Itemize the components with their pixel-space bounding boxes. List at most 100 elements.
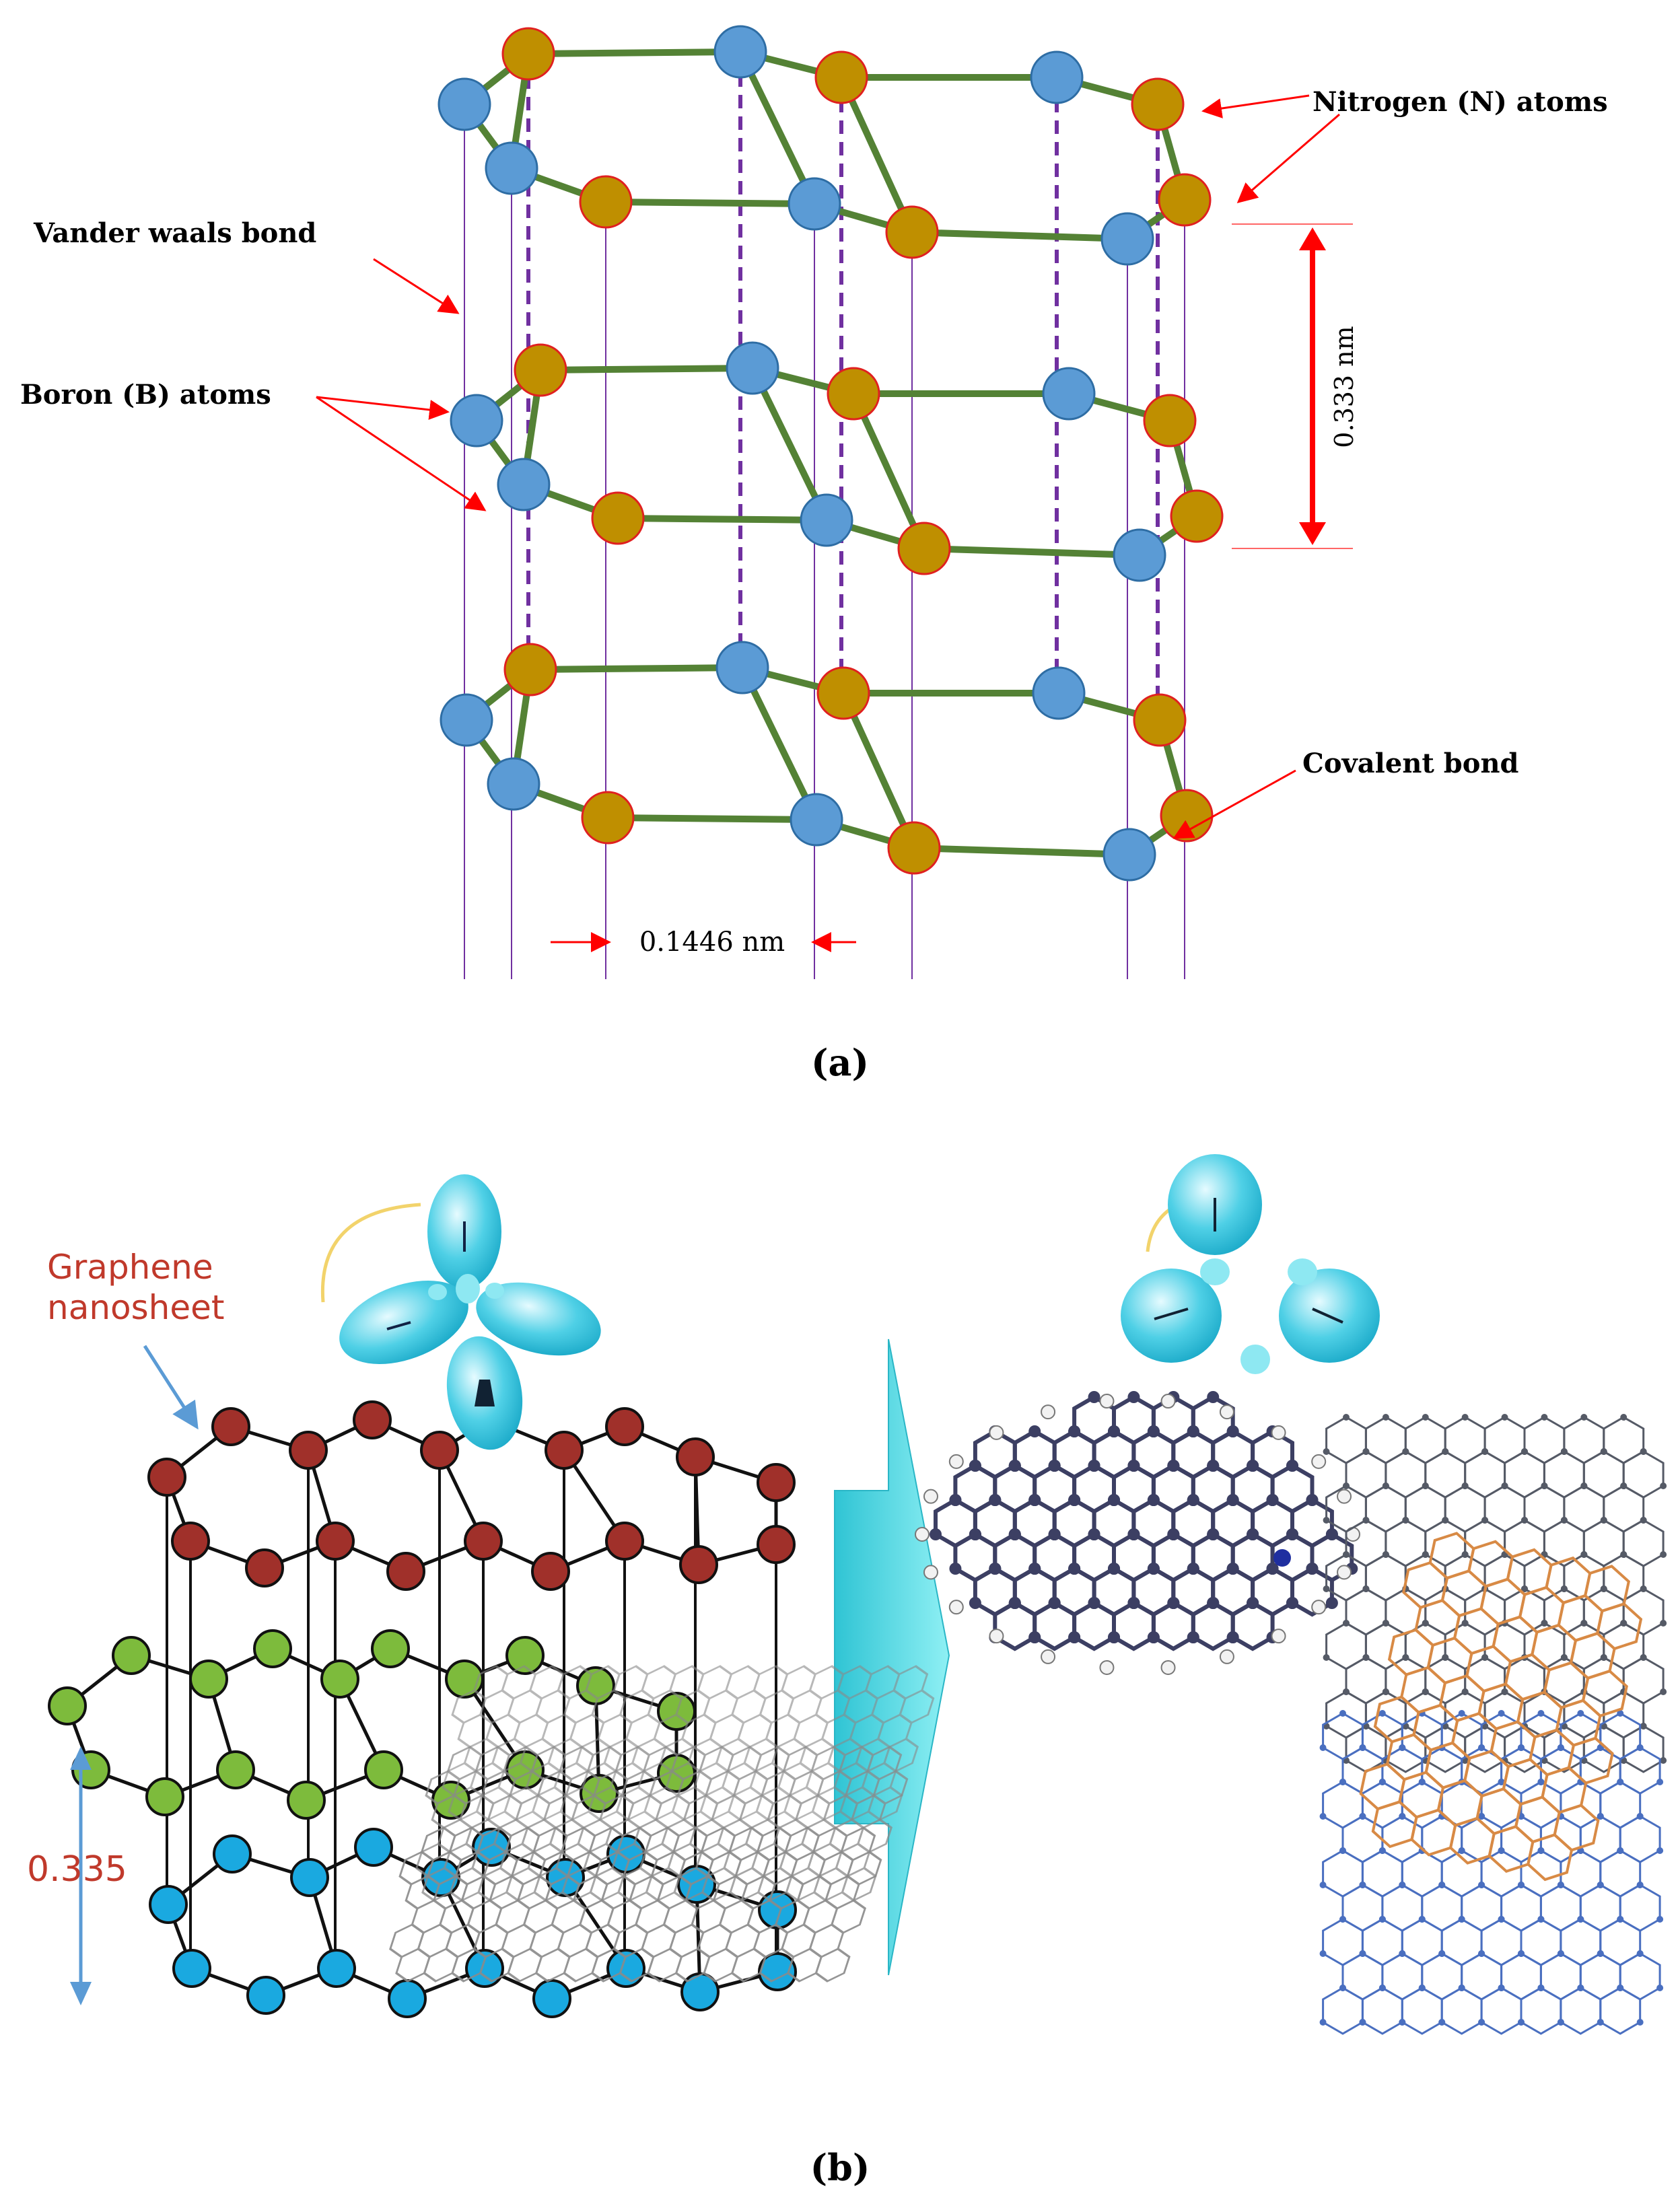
lattice-atom bbox=[1458, 1710, 1465, 1717]
lattice-atom bbox=[1382, 1551, 1389, 1558]
lattice-atom bbox=[1068, 1425, 1081, 1437]
lattice-atom bbox=[1325, 1597, 1338, 1609]
carbon-atom bbox=[317, 1949, 356, 1988]
lattice-atom bbox=[1660, 1620, 1667, 1627]
nitrogen-atom bbox=[1131, 77, 1185, 131]
covalent-bond-label: Covalent bond bbox=[1302, 748, 1519, 779]
boron-atom bbox=[715, 641, 769, 694]
lattice-atom bbox=[1378, 1916, 1386, 1923]
lattice-atom bbox=[1319, 1813, 1327, 1820]
lattice-atom bbox=[1382, 1414, 1389, 1421]
lattice-atom bbox=[1127, 1460, 1140, 1472]
nitrogen-atom bbox=[1170, 489, 1224, 543]
lattice-atom bbox=[1207, 1460, 1220, 1472]
hydrogen-atom bbox=[948, 1600, 964, 1615]
lattice-atom bbox=[1399, 1744, 1406, 1751]
lattice-atom bbox=[1660, 1757, 1667, 1764]
lattice-atom bbox=[1521, 1448, 1529, 1455]
lattice-atom bbox=[1382, 1483, 1389, 1489]
lattice-atom bbox=[1319, 2019, 1327, 2026]
covalent-bond bbox=[739, 664, 820, 823]
nitrogen-atom bbox=[1133, 693, 1187, 747]
lattice-atom bbox=[1286, 1597, 1299, 1609]
hydrogen-atom bbox=[1337, 1565, 1352, 1580]
blue-hexagon bbox=[1599, 1987, 1642, 2035]
carbon-atom bbox=[354, 1828, 393, 1867]
lattice-atom bbox=[1418, 1985, 1426, 1991]
carbon-atom bbox=[757, 1525, 796, 1564]
lattice-atom bbox=[1399, 2019, 1406, 2026]
covalent-bond bbox=[911, 845, 1133, 858]
lattice-atom bbox=[1617, 1779, 1624, 1785]
boron-atom bbox=[713, 25, 767, 79]
lattice-atom bbox=[1438, 2019, 1446, 2026]
lattice-atom bbox=[1343, 1414, 1350, 1421]
hydrogen-atom bbox=[1219, 1404, 1234, 1420]
carbon-atom bbox=[189, 1660, 228, 1699]
nitrogen-atom bbox=[1158, 173, 1212, 227]
hydrogen-atom bbox=[1337, 1489, 1352, 1504]
lattice-atom bbox=[1323, 1654, 1330, 1661]
lattice-atom bbox=[1402, 1448, 1409, 1455]
lattice-atom bbox=[1187, 1494, 1199, 1506]
lattice-atom bbox=[1108, 1563, 1121, 1575]
lattice-atom bbox=[1127, 1597, 1140, 1609]
carbon-atom bbox=[145, 1777, 184, 1816]
carbon-atom bbox=[386, 1552, 425, 1591]
orange-hexagon bbox=[1527, 1833, 1574, 1882]
lattice-atom bbox=[1442, 1448, 1449, 1455]
atoms-layer bbox=[438, 25, 1224, 882]
lattice-atom bbox=[1343, 1620, 1350, 1627]
lattice-atom bbox=[969, 1460, 981, 1472]
lattice-atom bbox=[1378, 1779, 1386, 1785]
carbon-atom bbox=[253, 1629, 292, 1668]
lattice-atom bbox=[1501, 1414, 1508, 1421]
nitrogen-atom bbox=[579, 175, 633, 229]
carbon-atom bbox=[290, 1858, 329, 1897]
stacked-graphene-sheets bbox=[389, 1665, 935, 1983]
carbon-atom bbox=[605, 1522, 644, 1561]
boron-label: Boron (B) atoms bbox=[20, 379, 271, 411]
orange-hexagon bbox=[1479, 1577, 1527, 1626]
lattice-atom bbox=[1362, 1517, 1370, 1524]
carbon-atom bbox=[757, 1463, 796, 1502]
blue-hexagon bbox=[1520, 1987, 1562, 2035]
lattice-atom bbox=[1557, 2019, 1564, 2026]
lattice-atom bbox=[969, 1528, 981, 1540]
lattice-atom bbox=[1461, 1551, 1469, 1558]
lattice-atom bbox=[1286, 1460, 1299, 1472]
lattice-atom bbox=[1597, 1882, 1604, 1888]
lattice-atom bbox=[1247, 1597, 1259, 1609]
lattice-atom bbox=[1068, 1631, 1081, 1643]
covalent-bond bbox=[838, 74, 915, 236]
lattice-atom bbox=[1167, 1597, 1180, 1609]
lattice-atom bbox=[1560, 1585, 1568, 1592]
carbon-atom bbox=[531, 1552, 570, 1591]
lattice-atom bbox=[1501, 1483, 1508, 1489]
lattice-atom bbox=[1422, 1414, 1429, 1421]
hydrogen-atom bbox=[1099, 1660, 1115, 1675]
blue-hexagon bbox=[1322, 1987, 1364, 2035]
lattice-atom bbox=[1008, 1528, 1021, 1540]
lattice-atom bbox=[1418, 1779, 1426, 1785]
lattice-atom bbox=[1323, 1585, 1330, 1592]
spacing-dimension: 0.335 bbox=[27, 1746, 127, 2005]
lattice-atom bbox=[1541, 1620, 1548, 1627]
lattice-atom bbox=[1557, 1744, 1564, 1751]
lattice-atom bbox=[1597, 2019, 1604, 2026]
lattice-atom bbox=[1286, 1528, 1299, 1540]
lattice-atom bbox=[949, 1494, 962, 1506]
lattice-atom bbox=[1600, 1585, 1607, 1592]
lattice-atom bbox=[930, 1528, 942, 1540]
lattice-atom bbox=[1028, 1563, 1041, 1575]
lattice-atom bbox=[1207, 1597, 1220, 1609]
lattice-atom bbox=[1521, 1585, 1529, 1592]
carbon-atom bbox=[149, 1885, 188, 1924]
boron-atom bbox=[1030, 50, 1084, 104]
lattice-atom bbox=[1541, 1414, 1548, 1421]
lattice-atom bbox=[1359, 2019, 1366, 2026]
carbon-atom bbox=[171, 1522, 210, 1561]
orange-hexagon bbox=[1467, 1540, 1514, 1588]
lattice-atom bbox=[1498, 1916, 1505, 1923]
boron-atom bbox=[1102, 828, 1156, 882]
